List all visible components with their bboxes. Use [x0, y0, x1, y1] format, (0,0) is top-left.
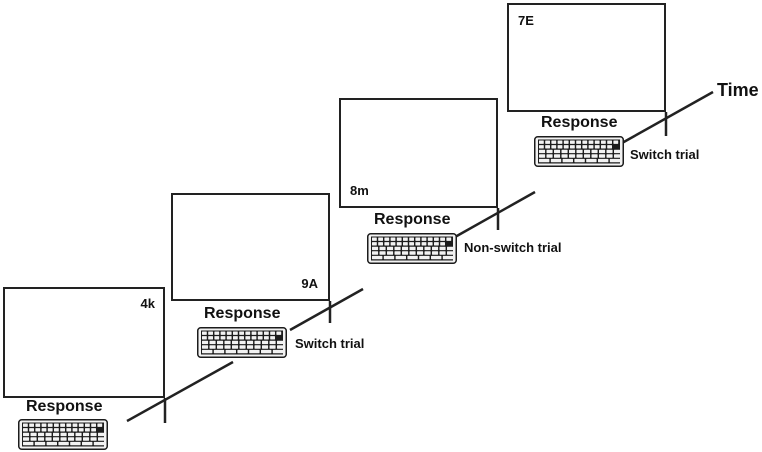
stimulus-screen-2: 9A — [171, 193, 330, 301]
stimulus-screen-4: 7E — [507, 3, 666, 112]
time-axis-segment-2 — [289, 287, 364, 332]
keyboard-icon — [534, 136, 624, 167]
stimulus-label-3: 8m — [350, 183, 369, 198]
stimulus-screen-3: 8m — [339, 98, 498, 208]
time-axis-segment-3 — [454, 190, 536, 239]
keyboard-icon — [197, 327, 287, 358]
keyboard-icon — [367, 233, 457, 264]
trial-type-label-3: Non-switch trial — [464, 240, 562, 255]
trial-type-label-4: Switch trial — [630, 147, 700, 162]
stimulus-label-1: 4k — [140, 296, 155, 311]
stimulus-label-4: 7E — [518, 13, 534, 28]
response-label-2: Response — [204, 305, 281, 322]
time-axis-label: Time — [717, 80, 759, 100]
response-label-4: Response — [541, 114, 618, 131]
stimulus-label-2: 9A — [301, 276, 318, 291]
trial-type-label-2: Switch trial — [295, 336, 365, 351]
response-label-3: Response — [374, 211, 451, 228]
time-axis-segment-4 — [621, 90, 714, 145]
keyboard-icon — [18, 419, 108, 450]
time-axis-segment-1 — [126, 360, 234, 423]
response-label-1: Response — [26, 398, 103, 415]
stimulus-screen-1: 4k — [3, 287, 165, 398]
